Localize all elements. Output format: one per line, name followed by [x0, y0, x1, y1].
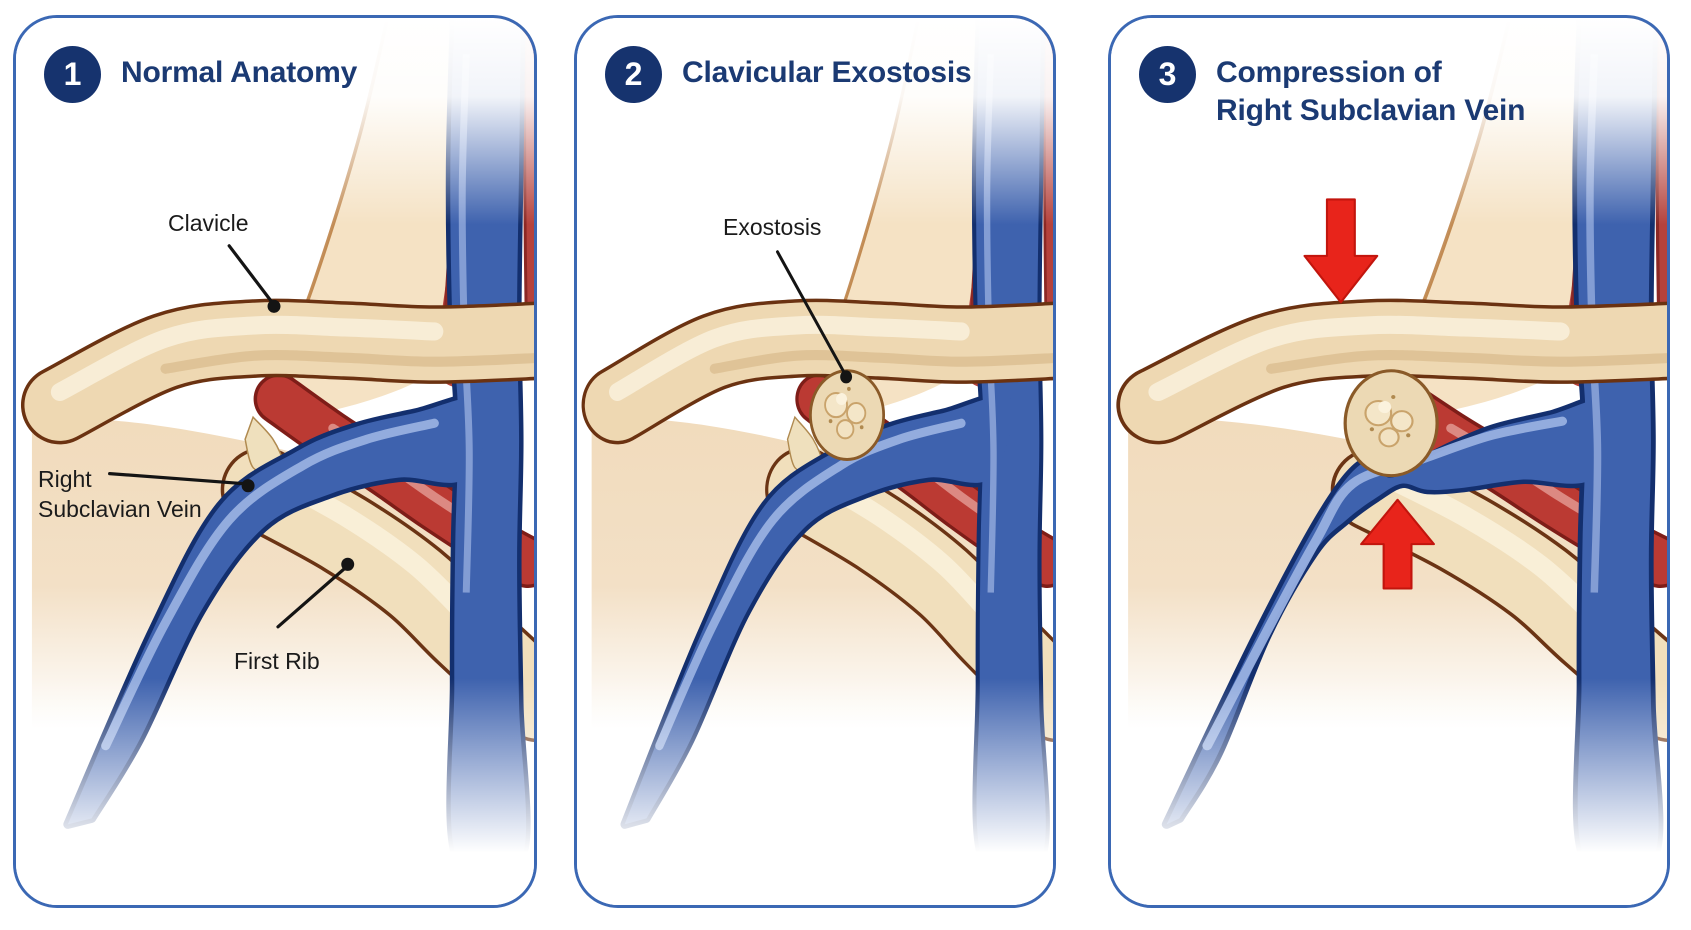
anatomy-illustration-normal [16, 18, 534, 905]
step-1-badge: 1 [44, 46, 101, 103]
compression-arrow-up [1360, 498, 1435, 590]
step-2-badge: 2 [605, 46, 662, 103]
panel-normal-anatomy: 1 Normal Anatomy Clavicle Right Subclavi… [13, 15, 537, 908]
leader-dot [341, 557, 355, 571]
leader-dot [267, 299, 281, 313]
compression-arrow-down [1303, 198, 1379, 304]
label-exostosis: Exostosis [723, 214, 822, 240]
subclavian-vein [1161, 18, 1664, 882]
panel-3-title: Compression of Right Subclavian Vein [1216, 56, 1526, 128]
panel-header: 1 Normal Anatomy [44, 46, 357, 103]
label-right-subclavian-vein: Right Subclavian Vein [38, 466, 202, 523]
leader-line [276, 557, 355, 629]
leader-line [227, 244, 281, 313]
step-3-badge: 3 [1139, 46, 1196, 103]
bottom-fade [577, 663, 1053, 905]
panel-1-title: Normal Anatomy [121, 56, 358, 89]
clavicle-highlight [609, 315, 970, 402]
top-fade [577, 18, 1053, 225]
leader-line [776, 250, 853, 384]
bottom-fade [1111, 663, 1667, 905]
leader-line [108, 471, 255, 493]
clavicle-shade [1266, 350, 1667, 374]
label-clavicle: Clavicle [168, 210, 249, 236]
exostosis-bump [809, 369, 886, 461]
clavicle-highlight [50, 315, 444, 402]
clavicle-bone [1116, 298, 1667, 445]
anatomy-illustration-exostosis [577, 18, 1053, 905]
bottom-fade [16, 663, 534, 905]
panel-clavicular-exostosis: 2 Clavicular Exostosis Exostosis [574, 15, 1056, 908]
clavicle-bone [581, 298, 1053, 445]
top-fade [16, 18, 534, 225]
panel-header: 2 Clavicular Exostosis [605, 46, 972, 103]
anatomy-illustration-compression [1111, 18, 1667, 905]
clavicle-highlight [1148, 315, 1570, 402]
panel-2-title: Clavicular Exostosis [682, 56, 972, 89]
clavicle-shade [160, 350, 534, 374]
clavicle-shade [709, 350, 1053, 374]
leader-dot [241, 479, 255, 493]
clavicle-bone [20, 298, 534, 445]
panel-vein-compression: 3 Compression of Right Subclavian Vein [1108, 15, 1670, 908]
label-first-rib: First Rib [234, 648, 320, 674]
top-fade [1111, 18, 1667, 225]
panel-header: 3 Compression of Right Subclavian Vein [1139, 46, 1525, 130]
leader-dot [840, 370, 853, 384]
exostosis-bump [1343, 369, 1439, 478]
